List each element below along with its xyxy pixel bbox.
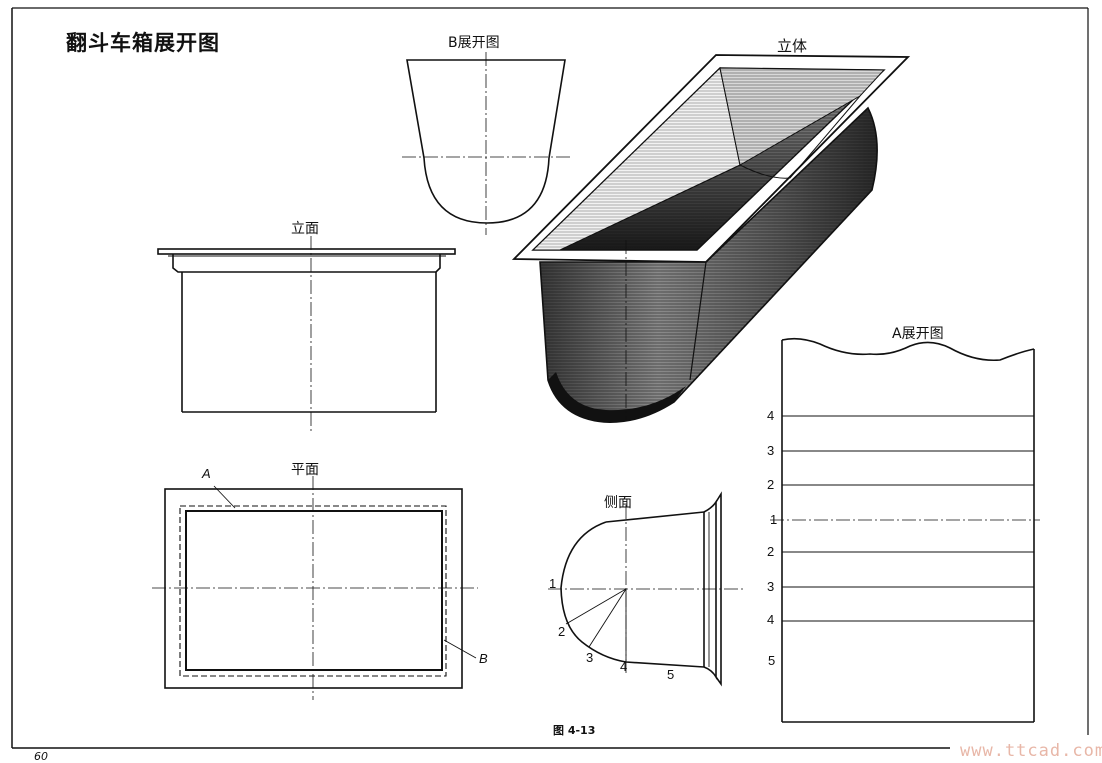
- elevation-label: 立面: [291, 221, 319, 237]
- side-marker-1: 1: [549, 576, 557, 591]
- a-dev-marker: 3: [767, 579, 775, 594]
- isometric-label: 立体: [777, 37, 808, 55]
- a-dev-marker: 5: [768, 653, 776, 668]
- a-development-label: A展开图: [892, 326, 944, 342]
- page-number: 60: [34, 750, 48, 763]
- page-title: 翻斗车箱展开图: [66, 31, 220, 55]
- plan-label: 平面: [291, 462, 319, 478]
- side-marker-5: 5: [667, 667, 675, 682]
- a-dev-marker: 4: [767, 612, 775, 627]
- side-marker-4: 4: [620, 659, 628, 674]
- a-development-view: [770, 337, 1040, 723]
- b-development-view: [402, 52, 572, 235]
- page-frame: [11, 7, 1089, 749]
- a-dev-marker: 1: [770, 512, 778, 527]
- side-label: 侧面: [604, 495, 632, 511]
- plan-marker-b: B: [479, 651, 488, 666]
- isometric-view: [511, 54, 911, 423]
- a-dev-marker: 4: [767, 408, 775, 423]
- elevation-view: [157, 236, 456, 432]
- figure-caption: 图 4-13: [553, 724, 596, 737]
- a-dev-marker: 3: [767, 443, 775, 458]
- plan-view: [152, 476, 478, 700]
- b-development-label: B展开图: [448, 35, 500, 51]
- side-marker-3: 3: [586, 650, 594, 665]
- plan-marker-a: A: [202, 466, 211, 481]
- a-dev-marker: 2: [767, 477, 775, 492]
- side-view: [548, 491, 745, 687]
- side-marker-2: 2: [558, 624, 566, 639]
- a-dev-marker: 2: [767, 544, 775, 559]
- watermark: www.ttcad.com: [960, 741, 1102, 761]
